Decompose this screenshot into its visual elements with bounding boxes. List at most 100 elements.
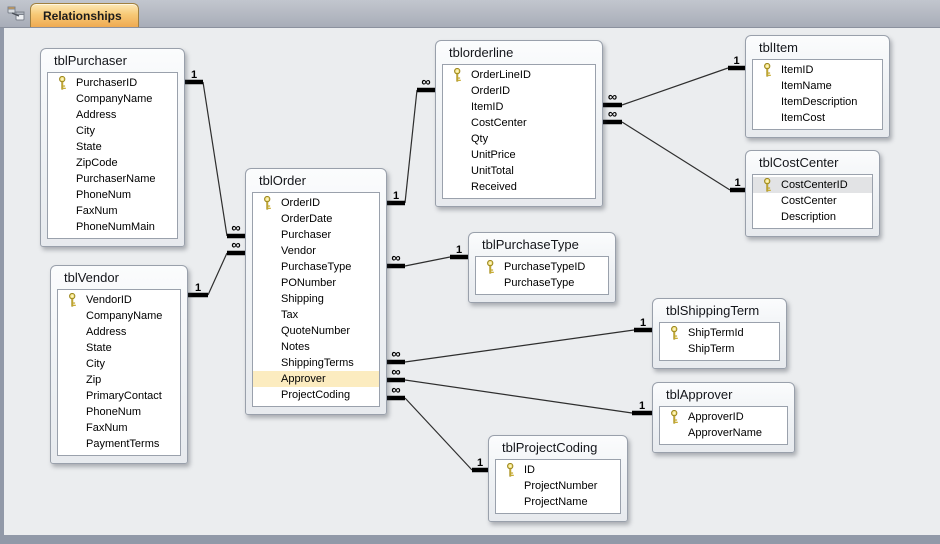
relationship-tblOrder-tblorderline[interactable]: 1∞	[387, 74, 435, 206]
table-field-row[interactable]: ItemName	[753, 78, 882, 94]
table-field-row[interactable]: PurchaseType	[253, 259, 379, 275]
relationship-line[interactable]	[202, 81, 228, 237]
table-field-row[interactable]: ApproverName	[660, 425, 787, 441]
table-field-row[interactable]: Qty	[443, 131, 595, 147]
relationship-tblPurchaser-tblOrder[interactable]: 1∞	[185, 69, 245, 239]
table-tblPurchaser[interactable]: tblPurchaser PurchaserID CompanyName Add…	[40, 48, 185, 247]
field-name: ProjectCoding	[281, 389, 351, 401]
table-field-row[interactable]: Notes	[253, 339, 379, 355]
table-field-row[interactable]: Address	[58, 324, 180, 340]
table-field-row[interactable]: FaxNum	[48, 203, 177, 219]
table-field-row[interactable]: PhoneNum	[48, 187, 177, 203]
table-field-row[interactable]: Address	[48, 107, 177, 123]
relationship-line[interactable]	[621, 121, 731, 191]
relationship-line[interactable]	[404, 329, 635, 363]
table-field-row[interactable]: PrimaryContact	[58, 388, 180, 404]
table-field-row[interactable]: OrderLineID	[443, 67, 595, 83]
table-field-row[interactable]: FaxNum	[58, 420, 180, 436]
table-tblorderline[interactable]: tblorderline OrderLineID OrderID ItemID …	[435, 40, 603, 207]
relationship-tblVendor-tblOrder[interactable]: 1∞	[188, 237, 245, 298]
table-field-row[interactable]: ItemDescription	[753, 94, 882, 110]
table-field-row[interactable]: PaymentTerms	[58, 436, 180, 452]
relationship-line[interactable]	[621, 67, 729, 106]
relationship-line[interactable]	[404, 397, 473, 471]
table-field-row[interactable]: City	[48, 123, 177, 139]
table-field-row[interactable]: CompanyName	[58, 308, 180, 324]
table-field-row[interactable]: Received	[443, 179, 595, 195]
table-tblPurchaseType[interactable]: tblPurchaseType PurchaseTypeID PurchaseT…	[468, 232, 616, 303]
table-field-row[interactable]: OrderID	[253, 195, 379, 211]
table-field-row[interactable]: UnitPrice	[443, 147, 595, 163]
table-title[interactable]: tblShippingTerm	[666, 303, 760, 318]
table-field-row[interactable]: Zip	[58, 372, 180, 388]
table-title[interactable]: tblProjectCoding	[502, 440, 598, 455]
table-field-row[interactable]: OrderID	[443, 83, 595, 99]
table-field-row[interactable]: ShippingTerms	[253, 355, 379, 371]
table-field-row[interactable]: PurchaseType	[476, 275, 608, 291]
table-field-row[interactable]: CostCenter	[443, 115, 595, 131]
tab-relationships[interactable]: Relationships	[30, 3, 139, 27]
table-title[interactable]: tblVendor	[64, 270, 119, 285]
table-field-row[interactable]: City	[58, 356, 180, 372]
table-field-row[interactable]: UnitTotal	[443, 163, 595, 179]
table-tblOrder[interactable]: tblOrder OrderID OrderDate Purchaser Ven…	[245, 168, 387, 415]
table-field-row[interactable]: Vendor	[253, 243, 379, 259]
table-field-row[interactable]: VendorID	[58, 292, 180, 308]
relationship-line[interactable]	[404, 256, 451, 267]
table-tblApprover[interactable]: tblApprover ApproverID ApproverName	[652, 382, 795, 453]
table-field-row[interactable]: ProjectName	[496, 494, 620, 510]
table-field-row[interactable]: Purchaser	[253, 227, 379, 243]
table-field-row[interactable]: Description	[753, 209, 872, 225]
field-name: PurchaseTypeID	[504, 261, 586, 273]
table-tblProjectCoding[interactable]: tblProjectCoding ID ProjectNumber Projec…	[488, 435, 628, 522]
relationship-tblorderline-tblItem[interactable]: ∞1	[603, 55, 745, 108]
table-field-row[interactable]: ItemCost	[753, 110, 882, 126]
table-field-row[interactable]: ID	[496, 462, 620, 478]
table-field-row[interactable]: PurchaserName	[48, 171, 177, 187]
table-field-row[interactable]: ItemID	[443, 99, 595, 115]
table-field-row[interactable]: Approver	[253, 371, 379, 387]
table-field-row[interactable]: Tax	[253, 307, 379, 323]
table-field-row[interactable]: ItemID	[753, 62, 882, 78]
table-title[interactable]: tblorderline	[449, 45, 514, 60]
table-field-row[interactable]: PurchaserID	[48, 75, 177, 91]
table-field-row[interactable]: CostCenter	[753, 193, 872, 209]
table-title[interactable]: tblOrder	[259, 173, 306, 188]
table-field-row[interactable]: ApproverID	[660, 409, 787, 425]
table-title[interactable]: tblApprover	[666, 387, 733, 402]
table-field-row[interactable]: ProjectCoding	[253, 387, 379, 403]
table-title[interactable]: tblPurchaser	[54, 53, 127, 68]
relationship-tblorderline-tblCostCenter[interactable]: ∞1	[603, 106, 745, 193]
relationship-line[interactable]	[207, 252, 228, 296]
table-title[interactable]: tblCostCenter	[759, 155, 839, 170]
table-field-row[interactable]: QuoteNumber	[253, 323, 379, 339]
table-field-row[interactable]: OrderDate	[253, 211, 379, 227]
table-field-row[interactable]: PhoneNumMain	[48, 219, 177, 235]
table-field-row[interactable]: PurchaseTypeID	[476, 259, 608, 275]
relationship-tblOrder-tblShippingTerm[interactable]: ∞1	[387, 317, 652, 365]
table-title[interactable]: tblItem	[759, 40, 799, 55]
field-name: PrimaryContact	[86, 390, 162, 402]
table-field-row[interactable]: CompanyName	[48, 91, 177, 107]
table-title[interactable]: tblPurchaseType	[482, 237, 579, 252]
table-tblShippingTerm[interactable]: tblShippingTerm ShipTermId ShipTerm	[652, 298, 787, 369]
table-field-row[interactable]: ShipTermId	[660, 325, 779, 341]
relationship-tblOrder-tblProjectCoding[interactable]: ∞1	[387, 382, 488, 473]
relationship-tblOrder-tblPurchaseType[interactable]: ∞1	[387, 244, 468, 269]
relationship-line[interactable]	[404, 89, 418, 204]
table-field-row[interactable]: PhoneNum	[58, 404, 180, 420]
table-field-row[interactable]: ZipCode	[48, 155, 177, 171]
relationship-line[interactable]	[404, 379, 633, 414]
table-field-row[interactable]: CostCenterID	[753, 177, 872, 193]
table-field-row[interactable]: Shipping	[253, 291, 379, 307]
relationship-tblOrder-tblApprover[interactable]: ∞1	[387, 364, 652, 416]
table-field-row[interactable]: State	[48, 139, 177, 155]
table-tblVendor[interactable]: tblVendor VendorID CompanyName Address S…	[50, 265, 188, 464]
cardinality-label: ∞	[391, 346, 400, 361]
table-field-row[interactable]: ProjectNumber	[496, 478, 620, 494]
table-tblCostCenter[interactable]: tblCostCenter CostCenterID CostCenter De…	[745, 150, 880, 237]
table-field-row[interactable]: ShipTerm	[660, 341, 779, 357]
table-field-row[interactable]: State	[58, 340, 180, 356]
table-field-row[interactable]: PONumber	[253, 275, 379, 291]
table-tblItem[interactable]: tblItem ItemID ItemName ItemDescription …	[745, 35, 890, 138]
